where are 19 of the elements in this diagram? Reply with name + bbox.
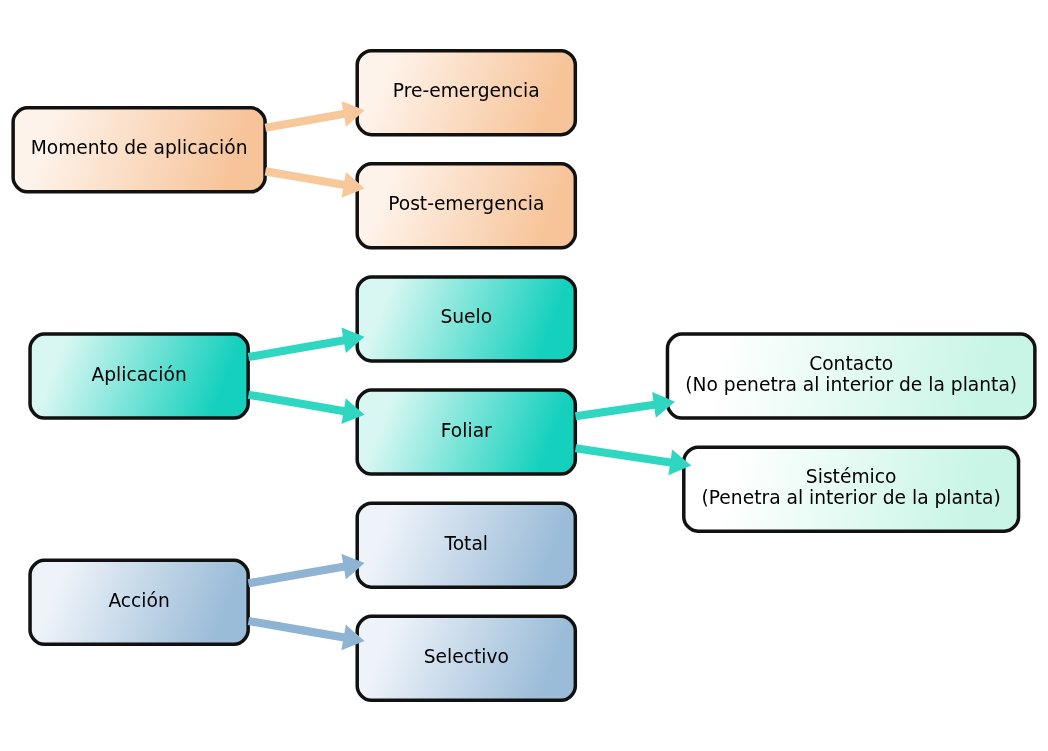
arrow — [247, 616, 365, 651]
arrow — [264, 167, 365, 198]
node-box: Momento de aplicación — [11, 106, 267, 194]
node-box: Post-emergencia — [355, 162, 578, 250]
node-box: Foliar — [355, 388, 578, 476]
node-box: Pre-emergencia — [355, 48, 578, 137]
node-box: Contacto (No penetra al interior de la planta) — [665, 332, 1037, 420]
arrow — [574, 444, 692, 476]
node-box: Total — [355, 501, 578, 589]
node-box: Sistémico (Penetra al interior de la planta) — [682, 445, 1021, 533]
node-box: Aplicación — [28, 332, 250, 420]
arrow — [247, 390, 365, 424]
node-box: Suelo — [355, 275, 578, 363]
arrow — [247, 327, 365, 362]
node-box: Acción — [28, 558, 250, 647]
node-box: Selectivo — [355, 614, 578, 703]
arrow — [574, 391, 675, 421]
arrow — [264, 101, 365, 132]
arrow — [247, 553, 365, 588]
